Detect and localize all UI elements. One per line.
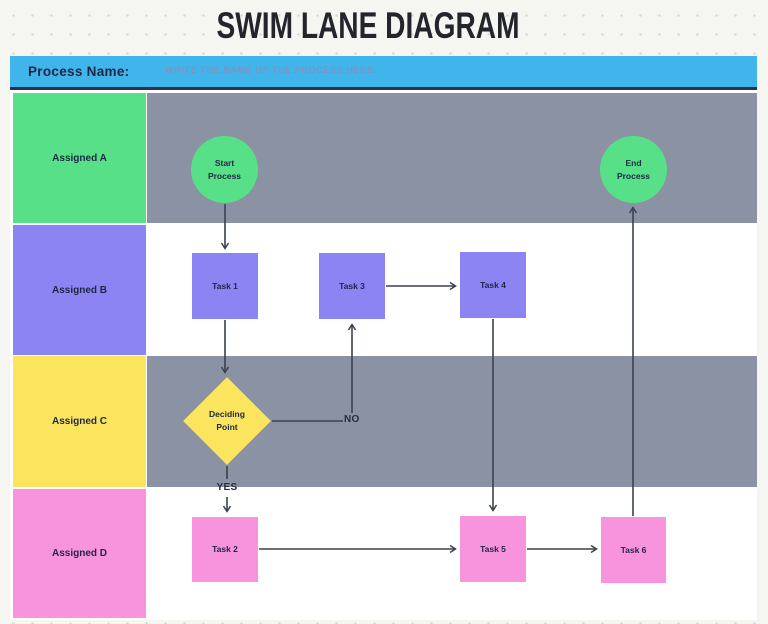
process-name-bar: Process Name: WRITE THE NAME OF THE PROC… <box>10 56 757 90</box>
node-task-4[interactable]: Task 4 <box>460 252 526 318</box>
lane-label-text: Assigned A <box>52 152 107 164</box>
node-task-3[interactable]: Task 3 <box>319 253 385 319</box>
node-task-1[interactable]: Task 1 <box>192 253 258 319</box>
lane-label-assigned-c[interactable]: Assigned C <box>13 356 146 487</box>
lane-label-text: Assigned C <box>51 416 107 427</box>
node-deciding-point-label: Deciding Point <box>197 390 257 452</box>
node-label: Task 1 <box>212 280 238 291</box>
lane-label-assigned-a[interactable]: Assigned A <box>13 93 146 223</box>
lane-label-assigned-d[interactable]: Assigned D <box>13 489 146 618</box>
node-label: Task 4 <box>480 279 506 290</box>
node-label: Task 3 <box>339 280 365 291</box>
edge-label-yes: YES <box>216 482 238 493</box>
node-label: Start Process <box>207 157 242 181</box>
node-task-6[interactable]: Task 6 <box>601 517 666 583</box>
node-label: Task 6 <box>620 544 647 555</box>
lane-label-assigned-b[interactable]: Assigned B <box>13 225 146 355</box>
lane-label-text: Assigned D <box>51 548 107 559</box>
process-name-input[interactable]: WRITE THE NAME OF THE PROCESS HERE. <box>165 65 377 75</box>
node-label: Deciding Point <box>209 409 245 432</box>
edge-label-no: NO <box>344 414 360 425</box>
node-start-process[interactable]: Start Process <box>191 136 258 203</box>
node-label: Task 2 <box>212 544 238 555</box>
node-task-2[interactable]: Task 2 <box>192 517 258 582</box>
page-title: SWIM LANE DIAGRAM <box>216 5 520 46</box>
process-name-label: Process Name: <box>28 64 130 79</box>
node-end-process[interactable]: End Process <box>600 136 667 203</box>
lane-label-text: Assigned B <box>51 284 107 296</box>
node-label: Task 5 <box>480 543 506 554</box>
node-task-5[interactable]: Task 5 <box>460 516 526 582</box>
node-label: End Process <box>616 157 651 181</box>
